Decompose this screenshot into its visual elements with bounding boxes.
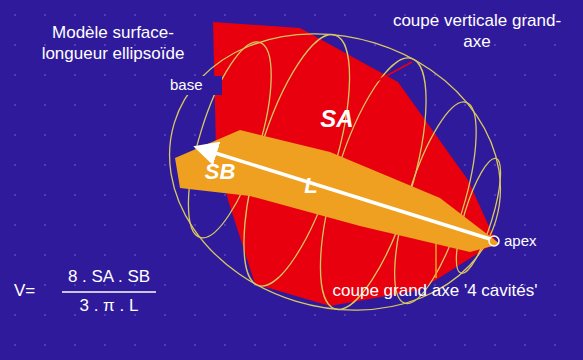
leader-line <box>375 62 412 82</box>
apex-circle <box>489 236 499 246</box>
leader-line <box>435 236 437 278</box>
plane-name: coupe verticale grand-axe <box>392 10 562 53</box>
long-axis-arrow <box>212 152 490 239</box>
dimension: SA <box>312 104 362 134</box>
model-title: Modèle surface-longueur ellipsoïde <box>38 22 188 65</box>
part-name: base <box>168 76 222 95</box>
formula-denominator: 3 . π . L <box>54 295 164 316</box>
part-name: apex <box>504 232 564 251</box>
formula: V= <box>14 280 58 301</box>
fraction-bar <box>62 291 156 293</box>
plane-name: coupe grand axe '4 cavités' <box>300 280 570 301</box>
dimension: SB <box>198 158 242 186</box>
dimension: L <box>296 172 326 200</box>
four-chamber-plane <box>175 130 500 252</box>
formula-numerator: 8 . SA . SB <box>54 266 164 287</box>
